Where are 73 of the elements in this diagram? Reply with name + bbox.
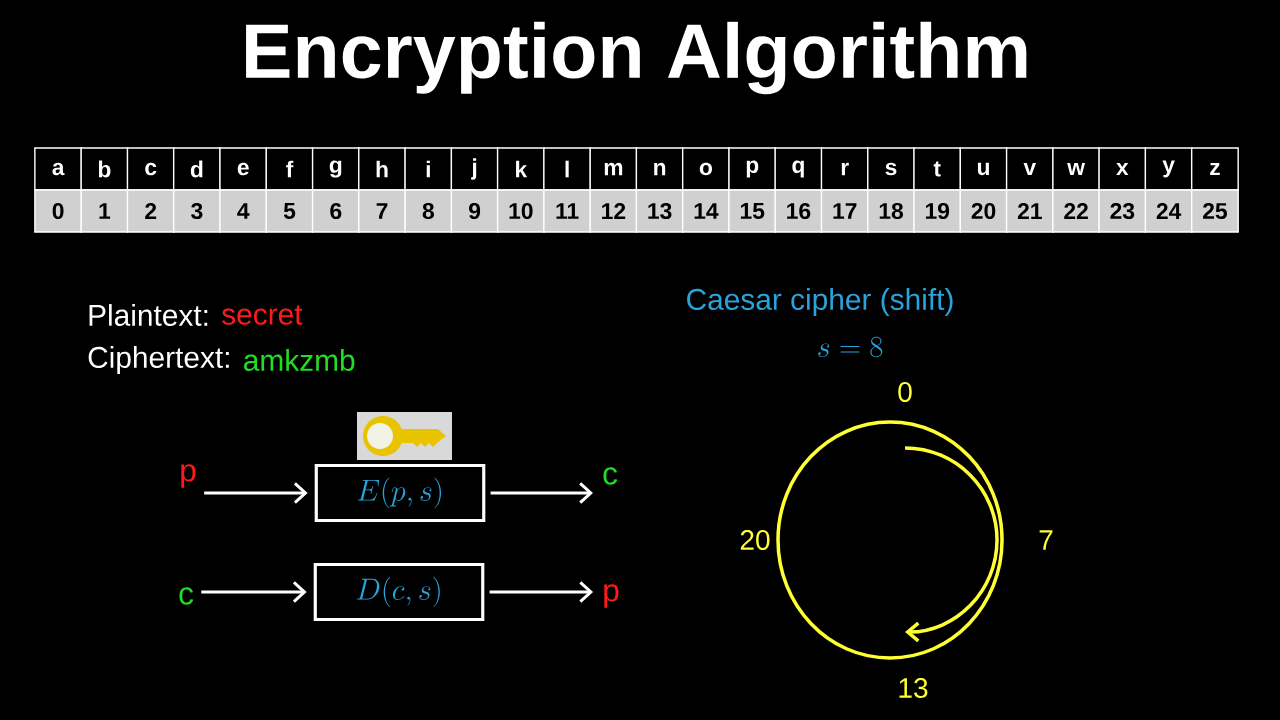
arrow xyxy=(489,581,594,603)
table-cell: 24 xyxy=(1144,189,1193,233)
function-box: $D(c, s)$ xyxy=(313,562,485,622)
table-cell: 22 xyxy=(1052,189,1101,233)
table-cell: j xyxy=(450,147,499,191)
table-cell: r xyxy=(820,147,869,191)
table-cell: n xyxy=(635,147,684,191)
table-cell: b xyxy=(80,147,129,191)
table-cell: a xyxy=(34,147,83,191)
variable-label: p xyxy=(604,584,619,608)
heading: Caesar cipher (shift) xyxy=(687,288,953,316)
table-cell: 20 xyxy=(959,189,1008,233)
table-cell: 18 xyxy=(867,189,915,233)
function-box: $E(p, s)$ xyxy=(314,463,486,523)
table-cell: d xyxy=(172,147,221,191)
table-cell: 2 xyxy=(126,189,175,233)
table-cell: 1 xyxy=(80,189,129,233)
table-cell: 3 xyxy=(172,189,221,233)
table-cell: u xyxy=(959,147,1008,191)
number-label: 20 xyxy=(740,530,770,550)
table-cell: 19 xyxy=(913,189,962,233)
table-cell: 5 xyxy=(265,189,314,233)
variable-label: c xyxy=(603,467,618,485)
label: secret xyxy=(222,305,303,325)
table-cell: 8 xyxy=(404,189,453,233)
table-cell: c xyxy=(126,147,175,191)
arrow xyxy=(201,581,307,603)
arrow xyxy=(490,482,593,504)
table-cell: s xyxy=(867,147,915,191)
table-cell: 17 xyxy=(820,189,869,233)
table-cell: 12 xyxy=(589,189,638,233)
variable-label: p xyxy=(181,464,196,488)
table-cell: o xyxy=(681,147,730,191)
table-cell: 23 xyxy=(1098,189,1147,233)
table-cell: x xyxy=(1098,147,1147,191)
title: Encryption Algorithm xyxy=(246,21,1027,95)
table-cell: h xyxy=(358,147,406,191)
table-cell: 25 xyxy=(1190,189,1239,233)
table-cell: e xyxy=(219,147,268,191)
table-cell: f xyxy=(265,147,314,191)
table-cell: 15 xyxy=(728,189,777,233)
table-cell: q xyxy=(774,147,823,191)
table-cell: 10 xyxy=(496,189,545,233)
formula: $s = 8$ xyxy=(818,336,883,358)
number-label: 13 xyxy=(899,678,928,698)
table-cell: z xyxy=(1190,147,1239,191)
table-cell: 4 xyxy=(219,189,268,233)
table-cell: 6 xyxy=(311,189,360,233)
table-cell: 14 xyxy=(681,189,730,233)
number-label: 0 xyxy=(898,382,912,402)
table-cell: 7 xyxy=(358,189,406,233)
table-cell: t xyxy=(913,147,962,191)
label: amkzmb xyxy=(244,349,355,371)
table-cell: i xyxy=(404,147,453,191)
table-cell: 0 xyxy=(34,189,83,233)
label: Plaintext: xyxy=(89,304,208,326)
table-cell: w xyxy=(1052,147,1101,191)
table-cell: p xyxy=(728,147,777,191)
table-cell: g xyxy=(311,147,360,191)
number-label: 7 xyxy=(1039,530,1053,550)
table-cell: 9 xyxy=(450,189,499,233)
table-cell: y xyxy=(1144,147,1193,191)
table-cell: 13 xyxy=(635,189,684,233)
table-cell: k xyxy=(496,147,545,191)
variable-label: c xyxy=(179,587,194,605)
table-cell: v xyxy=(1005,147,1054,191)
table-cell: m xyxy=(589,147,638,191)
arrow xyxy=(204,482,308,504)
label: Ciphertext: xyxy=(88,346,229,374)
table-cell: 21 xyxy=(1005,189,1054,233)
table-cell: 16 xyxy=(774,189,823,233)
table-cell: l xyxy=(543,147,592,191)
table-cell: 11 xyxy=(543,189,592,233)
